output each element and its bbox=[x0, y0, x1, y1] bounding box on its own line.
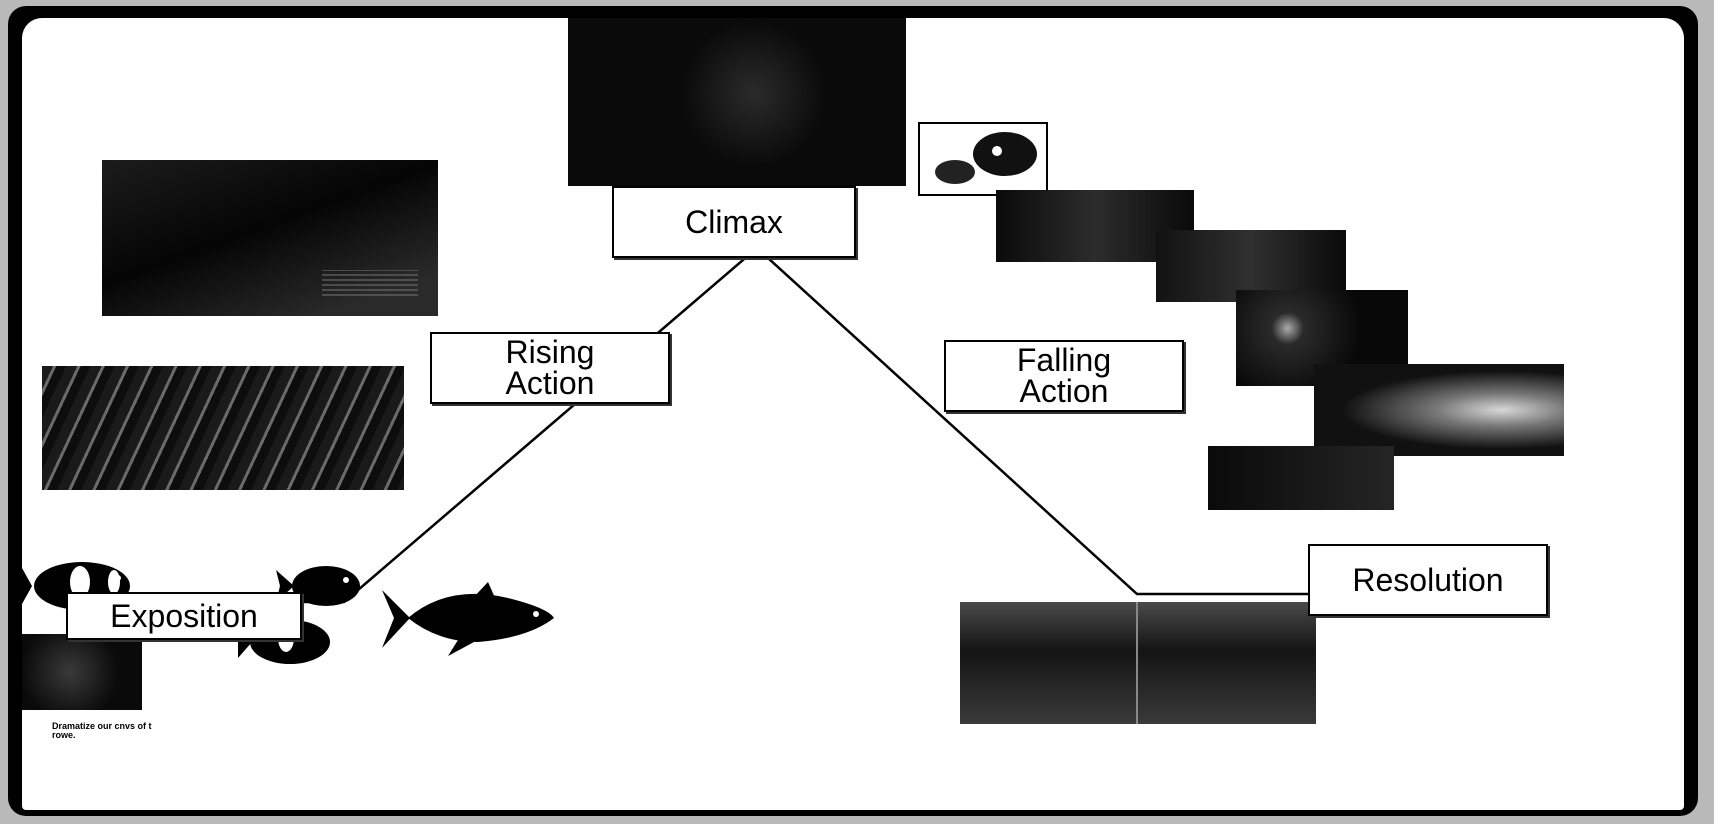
rising-action-label: Rising Action bbox=[430, 332, 670, 404]
reef-photo bbox=[22, 634, 142, 710]
plot-diagram-slide: Dramatize our cnvs of t rowe. bbox=[22, 18, 1684, 810]
falling-photo-6 bbox=[1208, 446, 1394, 510]
resolution-label: Resolution bbox=[1308, 544, 1548, 616]
exposition-label: Exposition bbox=[66, 592, 302, 640]
climax-photo bbox=[568, 18, 906, 186]
climax-label: Climax bbox=[612, 186, 856, 258]
falling-action-label: Falling Action bbox=[944, 340, 1184, 412]
falling-photo-1 bbox=[918, 122, 1048, 196]
photo-caption: Dramatize our cnvs of t rowe. bbox=[52, 721, 152, 740]
falling-photo-5 bbox=[1314, 364, 1564, 456]
exposition-photo bbox=[102, 160, 438, 316]
tuna-fish-icon bbox=[382, 582, 554, 656]
resolution-photo bbox=[960, 602, 1316, 724]
anemone-photo bbox=[42, 366, 404, 490]
